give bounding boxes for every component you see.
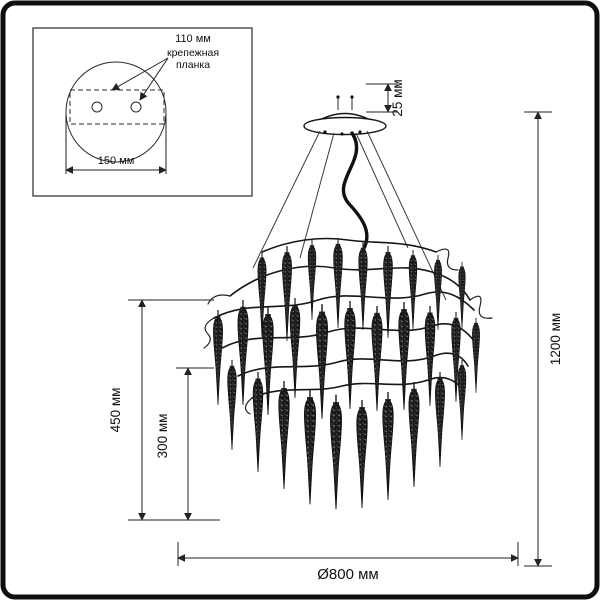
dim-25-label: 25 мм [390,79,405,116]
dim-300-label: 300 мм [155,414,170,459]
dim-800-label: Ø800 мм [317,566,379,583]
canopy-screw-head [350,95,354,99]
wire-anchor [358,130,362,134]
power-cable [341,131,369,254]
mount-hole-right [130,101,142,113]
plate-label-line2: планка [176,59,210,71]
branch-tendril [207,294,231,305]
plate-label-line1: крепежная [167,47,219,59]
leader-line [139,57,169,101]
dim-150-label: 150 мм [98,155,135,167]
dim-canopy-height: 25 мм [366,79,405,117]
dim-decor-height: 450 мм [108,299,220,521]
branch-tendril [203,317,215,349]
branch [229,265,471,301]
dim-450-label: 450 мм [108,388,123,433]
branch-tendril [469,295,493,319]
branch [237,352,469,377]
wire-anchor [323,130,327,134]
suspension-wire [299,132,335,259]
canopy-plate [303,116,387,136]
branch-tendril [244,397,253,415]
canopy [303,95,387,136]
wire-anchor [340,132,344,136]
branch-tendril [435,248,459,271]
mount-plate-inset: 110 мм крепежная планка 150 мм [32,27,253,197]
branch [261,237,437,253]
dim-total-height: 1200 мм [524,111,563,567]
dim-1200-label: 1200 мм [548,313,563,365]
dim-110-label: 110 мм [175,33,211,45]
dim-inner-height: 300 мм [155,367,214,521]
mount-plate-circle [65,61,167,163]
chandelier-drawing [203,95,493,511]
suspension-wire [252,130,321,269]
suspension-wire [355,132,409,249]
mount-hole-left [91,101,103,113]
canopy-screw-head [336,95,340,99]
leader-line [111,57,169,91]
dimension-annotations: 25 мм 450 мм 300 мм 1200 мм Ø800 мм [108,79,563,583]
dim-diameter: Ø800 мм [177,542,519,583]
